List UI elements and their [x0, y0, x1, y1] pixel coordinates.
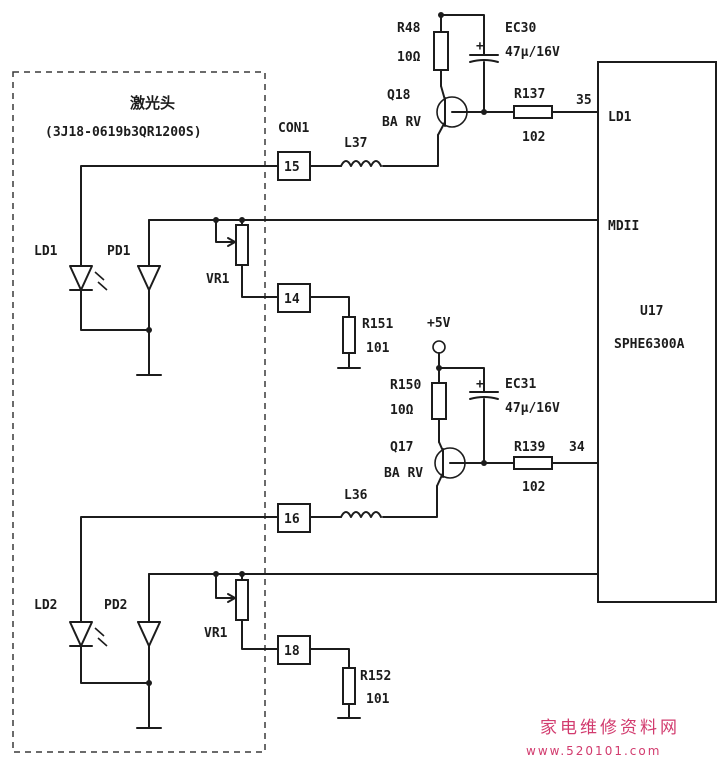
watermark-url: www.520101.com [526, 744, 661, 758]
ec31-value: 47μ/16V [505, 401, 560, 416]
con1-pin-15 [277, 151, 311, 181]
con1-pin-18 [277, 635, 311, 665]
potentiometer-vr1-top [235, 224, 249, 266]
r151-label: R151 [362, 317, 393, 332]
supply-5v-terminal [432, 340, 446, 354]
ic-ref: U17 [640, 304, 663, 319]
con1-label: CON1 [278, 121, 309, 136]
ec31-plus: + [476, 377, 484, 392]
q17-type: BA RV [384, 466, 423, 481]
pd2-label: PD2 [104, 598, 127, 613]
r48-label: R48 [397, 21, 421, 36]
ic-u17 [597, 61, 717, 603]
svg-text:15: 15 [284, 160, 300, 175]
ic-part: SPHE6300A [614, 337, 685, 352]
supply-5v-label: +5V [427, 316, 451, 331]
r150-value: 10Ω [390, 403, 414, 418]
r150-label: R150 [390, 378, 421, 393]
inductor-l36 [340, 511, 382, 518]
resistor-r150 [431, 382, 447, 420]
r137-label: R137 [514, 87, 545, 102]
svg-text:14: 14 [284, 292, 300, 307]
svg-text:18: 18 [284, 644, 300, 659]
r48-value: 10Ω [397, 50, 421, 65]
pd1-label: PD1 [107, 244, 131, 259]
ic-pin-md-label: MDII [608, 219, 639, 234]
photodiode-pd1 [137, 265, 161, 291]
resistor-r152 [342, 667, 356, 705]
ic-pin-34: 34 [569, 440, 585, 455]
resistor-r151 [342, 316, 356, 354]
laser-diode-ld2 [69, 621, 93, 647]
r137-value: 102 [522, 130, 545, 145]
svg-text:16: 16 [284, 512, 300, 527]
l37-label: L37 [344, 136, 367, 151]
r152-value: 101 [366, 692, 390, 707]
q18-label: Q18 [387, 88, 411, 103]
potentiometer-vr1-bottom [235, 579, 249, 621]
inductor-l37 [340, 160, 382, 167]
q17-label: Q17 [390, 440, 413, 455]
ic-pin-35: 35 [576, 93, 592, 108]
laser-head-enclosure [12, 71, 266, 753]
laser-diode-ld1 [69, 265, 93, 291]
ld1-label: LD1 [34, 244, 58, 259]
ld2-label: LD2 [34, 598, 57, 613]
r139-label: R139 [514, 440, 545, 455]
con1-pin-14 [277, 283, 311, 313]
photodiode-pd2 [137, 621, 161, 647]
ec30-label: EC30 [505, 21, 536, 36]
resistor-r139 [513, 456, 553, 470]
r139-value: 102 [522, 480, 545, 495]
ec31-label: EC31 [505, 377, 536, 392]
l36-label: L36 [344, 488, 368, 503]
resistor-r137 [513, 105, 553, 119]
ec30-value: 47μ/16V [505, 45, 560, 60]
laser-head-title: 激光头 [130, 94, 175, 112]
resistor-r48 [433, 31, 449, 71]
vr1-bottom-label: VR1 [204, 626, 228, 641]
vr1-top-label: VR1 [206, 272, 230, 287]
r151-value: 101 [366, 341, 390, 356]
r152-label: R152 [360, 669, 391, 684]
ec30-plus: + [476, 39, 484, 54]
q18-type: BA RV [382, 115, 421, 130]
watermark-cn: 家电维修资料网 [540, 718, 680, 738]
laser-head-model: (3J18-0619b3QR1200S) [45, 125, 202, 140]
ic-pin-ld1-label: LD1 [608, 110, 632, 125]
